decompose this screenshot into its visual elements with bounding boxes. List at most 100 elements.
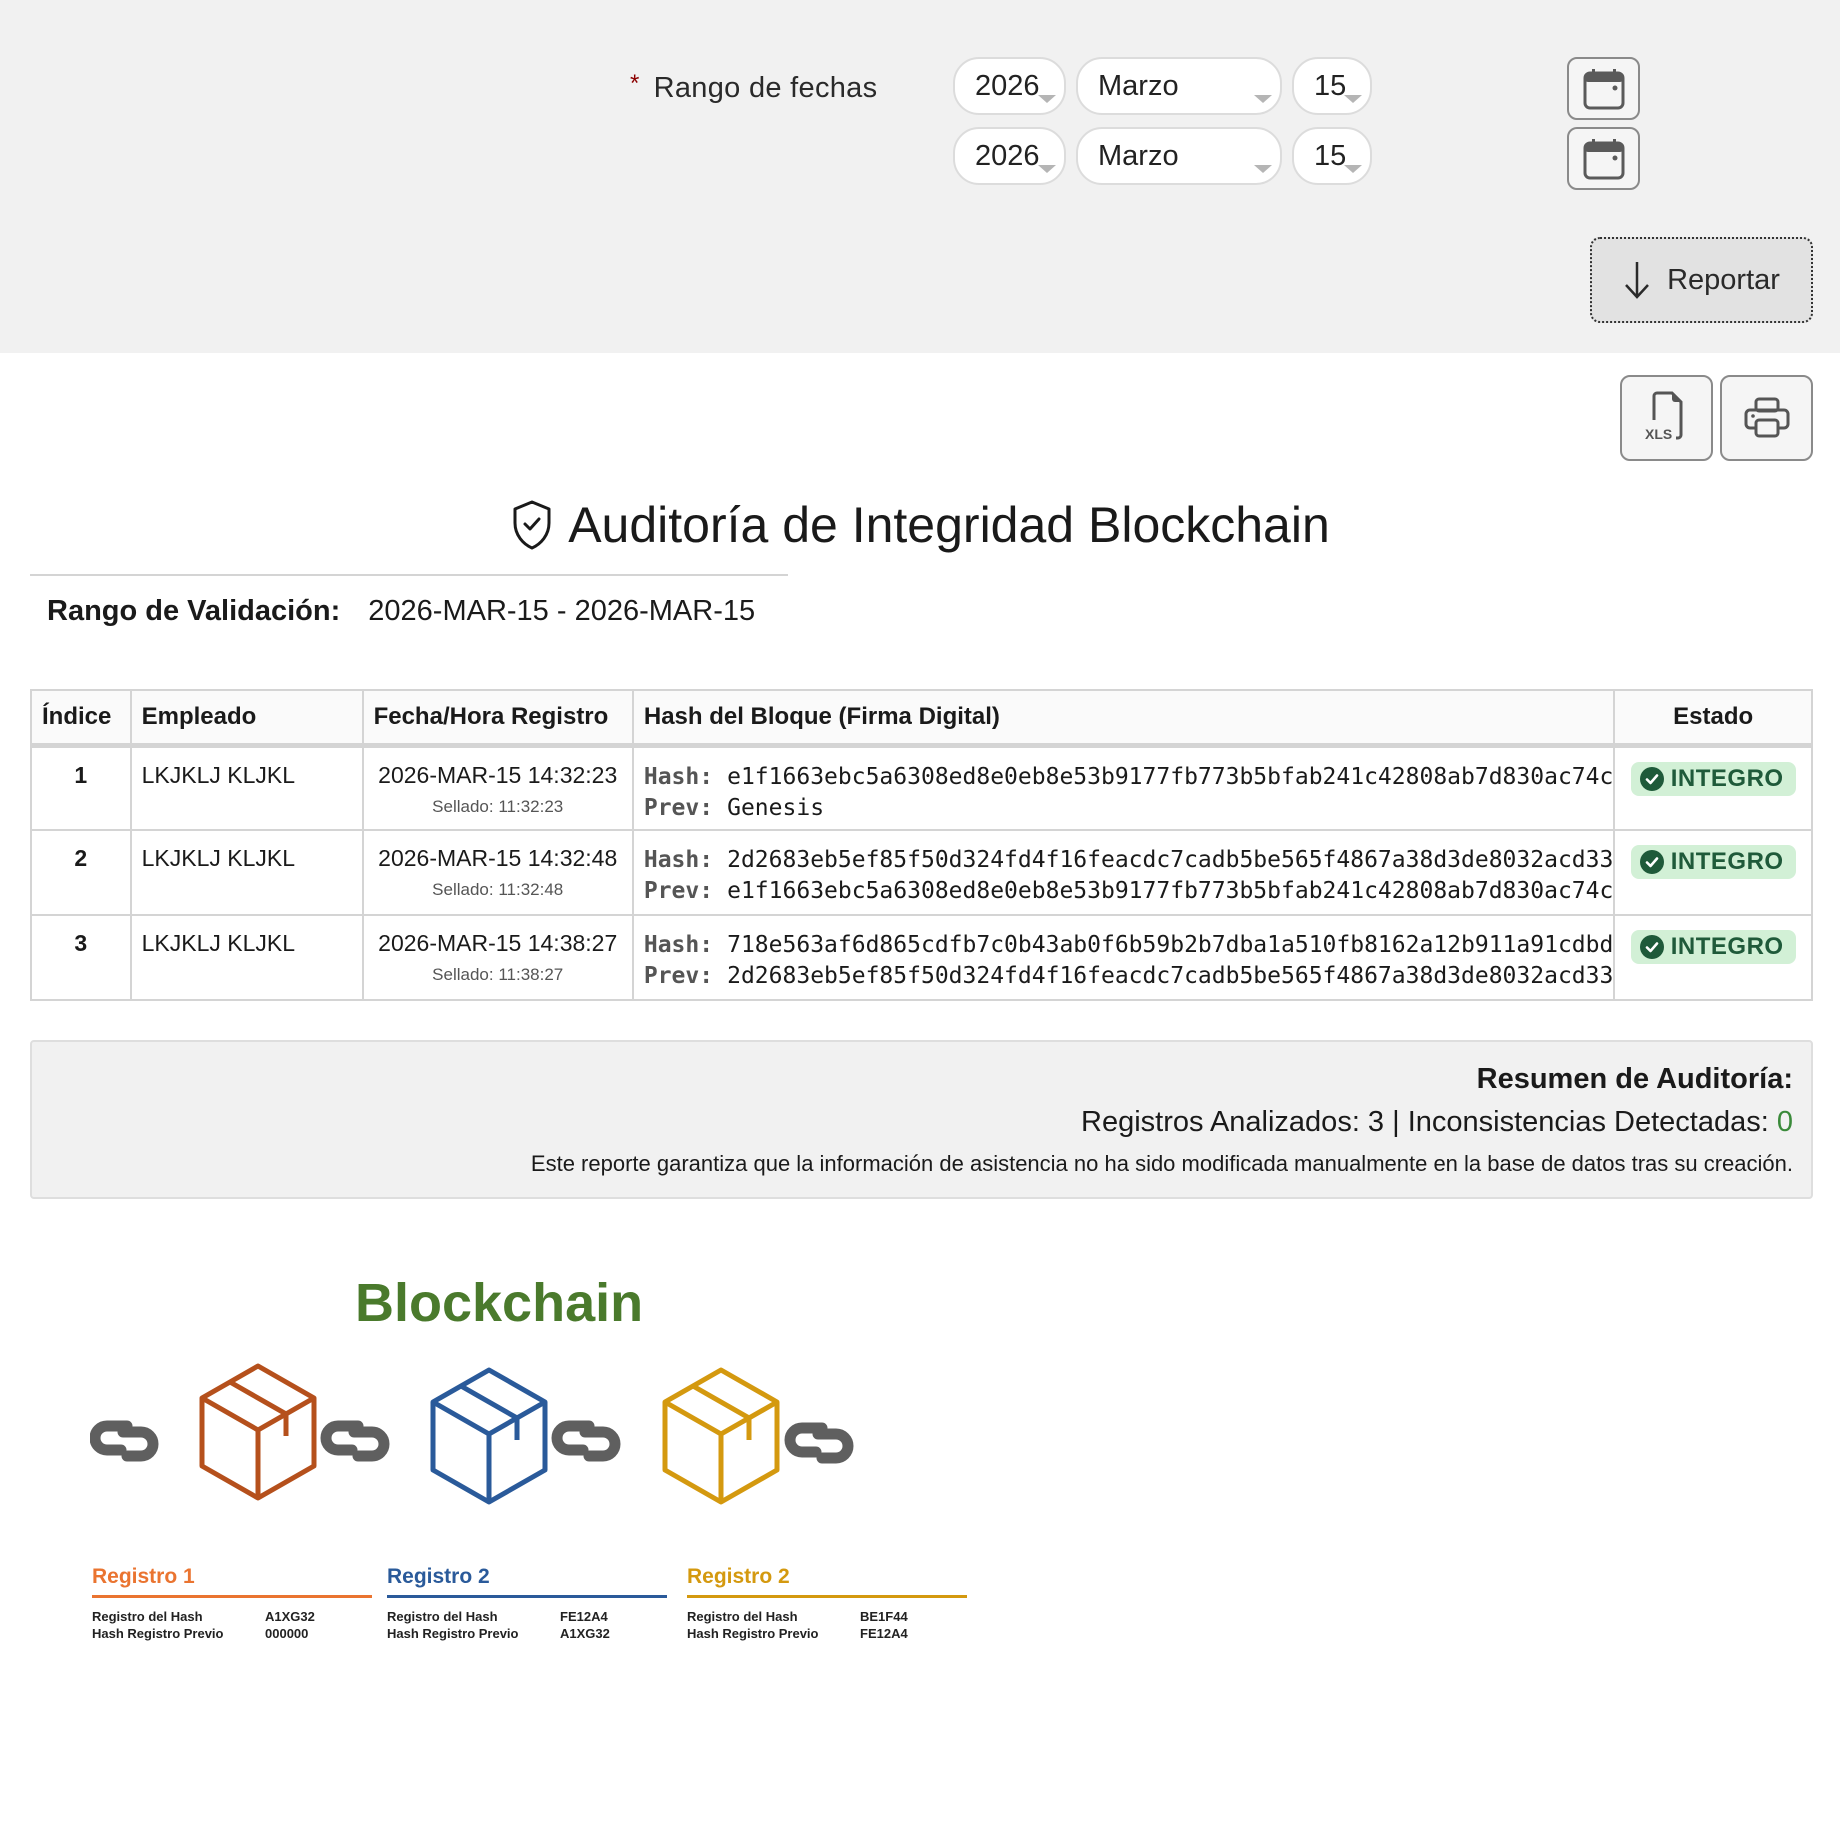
legend-prev-label: Hash Registro Previo (387, 1626, 519, 1641)
hash-value: e1f1663ebc5a6308ed8e0eb8e53b9177fb773b5b… (727, 763, 1614, 790)
table-row: 3 LKJKLJ KLJKL 2026-MAR-15 14:38:27 Sell… (30, 914, 1813, 1001)
legend-registro-2: Registro 2 Registro del Hash FE12A4 Hash … (387, 1565, 667, 1642)
report-button[interactable]: Reportar (1590, 237, 1813, 323)
status-badge-label: INTEGRO (1670, 764, 1784, 792)
filter-panel: *Rango de fechas 2026 Marzo 15 2026 Marz… (0, 0, 1840, 353)
calendar-icon (1583, 68, 1624, 109)
printer-icon (1744, 397, 1789, 438)
legend-hash-value: FE12A4 (560, 1609, 608, 1624)
chevron-down-icon (1254, 95, 1272, 103)
report-button-label: Reportar (1667, 263, 1780, 296)
export-xls-button[interactable]: XLS (1620, 375, 1713, 461)
chevron-down-icon (1344, 95, 1362, 103)
table-row: 2 LKJKLJ KLJKL 2026-MAR-15 14:32:48 Sell… (30, 829, 1813, 916)
check-circle-icon (1639, 850, 1664, 874)
legend-hash-value: A1XG32 (265, 1609, 315, 1624)
prev-key: Prev: (643, 794, 714, 821)
prev-key: Prev: (643, 963, 714, 989)
end-year-value: 2026 (975, 140, 1040, 172)
shield-check-icon (513, 500, 551, 550)
start-year-select[interactable]: 2026 (953, 57, 1066, 115)
row-sealed-time: Sellado: 11:38:27 (432, 965, 564, 984)
hash-key: Hash: (643, 763, 714, 790)
header-index: Índice (30, 689, 132, 748)
end-month-value: Marzo (1098, 140, 1179, 172)
legend-prev-label: Hash Registro Previo (687, 1626, 819, 1641)
summary-stats: Registros Analizados: 3 | Inconsistencia… (32, 1106, 1793, 1139)
row-hash: Hash: 718e563af6d865cdfb7c0b43ab0f6b59b2b… (631, 914, 1616, 1001)
legend-prev-value: A1XG32 (560, 1626, 610, 1641)
row-hash: Hash: e1f1663ebc5a6308ed8e0eb8e53b9177fb7… (631, 744, 1616, 831)
date-range-label: *Rango de fechas (630, 70, 878, 105)
arrow-down-icon (1625, 262, 1649, 299)
summary-stats-text: Registros Analizados: 3 | Inconsistencia… (1081, 1106, 1777, 1138)
end-day-value: 15 (1314, 140, 1347, 172)
validation-range: Rango de Validación:2026-MAR-15 - 2026-M… (47, 595, 755, 628)
start-day-select[interactable]: 15 (1292, 57, 1372, 115)
header-employee: Empleado (129, 689, 364, 748)
legend-title: Registro 2 (687, 1565, 790, 1588)
status-badge-label: INTEGRO (1670, 848, 1784, 875)
end-year-select[interactable]: 2026 (953, 127, 1066, 185)
legend-line (387, 1595, 667, 1598)
chevron-down-icon (1038, 165, 1056, 173)
header-datetime: Fecha/Hora Registro (361, 689, 634, 748)
report-title: Auditoría de Integridad Blockchain (0, 496, 1840, 554)
row-status: INTEGRO (1613, 744, 1813, 831)
row-datetime-value: 2026-MAR-15 14:32:48 (378, 845, 618, 871)
start-month-value: Marzo (1098, 70, 1179, 102)
row-datetime-value: 2026-MAR-15 14:32:23 (378, 761, 618, 788)
inconsistencies-count: 0 (1776, 1106, 1793, 1138)
legend-hash-label: Registro del Hash (92, 1609, 203, 1624)
start-month-select[interactable]: Marzo (1076, 57, 1282, 115)
row-datetime: 2026-MAR-15 14:32:48 Sellado: 11:32:48 (361, 829, 634, 916)
chevron-down-icon (1038, 95, 1056, 103)
row-sealed-time: Sellado: 11:32:48 (432, 880, 564, 899)
date-range-label-text: Rango de fechas (653, 72, 878, 104)
chevron-down-icon (1254, 165, 1272, 173)
row-datetime-value: 2026-MAR-15 14:38:27 (378, 930, 618, 956)
audit-summary: Resumen de Auditoría: Registros Analizad… (30, 1040, 1813, 1199)
start-day-value: 15 (1314, 70, 1347, 102)
status-badge: INTEGRO (1630, 930, 1796, 964)
hash-value: 718e563af6d865cdfb7c0b43ab0f6b59b2b7dba1… (727, 932, 1614, 958)
prev-key: Prev: (643, 878, 714, 904)
end-day-select[interactable]: 15 (1292, 127, 1372, 185)
svg-text:XLS: XLS (1645, 426, 1672, 442)
row-hash: Hash:2d2683eb5ef85f50d324fd4f16feacdc7ca… (631, 829, 1616, 916)
row-datetime: 2026-MAR-15 14:32:23 Sellado: 11:32:23 (361, 744, 634, 831)
report-title-text: Auditoría de Integridad Blockchain (568, 497, 1330, 553)
row-sealed-time: Sellado: 11:32:23 (432, 796, 564, 816)
summary-note: Este reporte garantiza que la informació… (530, 1151, 1793, 1176)
start-year-value: 2026 (975, 70, 1040, 102)
table-row: 1 LKJKLJ KLJKL 2026-MAR-15 14:32:23 Sell… (30, 744, 1813, 831)
row-employee: LKJKLJ KLJKL (129, 829, 364, 916)
status-badge-label: INTEGRO (1670, 933, 1784, 960)
status-badge: INTEGRO (1630, 761, 1796, 796)
end-month-select[interactable]: Marzo (1076, 127, 1282, 185)
print-button[interactable] (1720, 375, 1813, 461)
hash-value: 2d2683eb5ef85f50d324fd4f16feacdc7cadb5be… (727, 847, 1614, 873)
start-date-calendar-button[interactable] (1567, 57, 1640, 120)
row-index: 1 (30, 744, 132, 831)
row-employee: LKJKLJ KLJKL (129, 744, 364, 831)
check-circle-icon (1639, 935, 1664, 959)
summary-title: Resumen de Auditoría: (1476, 1063, 1793, 1095)
legend-title: Registro 2 (387, 1565, 490, 1588)
header-hash: Hash del Bloque (Firma Digital) (631, 689, 1616, 748)
legend-hash-label: Registro del Hash (687, 1609, 798, 1624)
row-datetime: 2026-MAR-15 14:38:27 Sellado: 11:38:27 (361, 914, 634, 1001)
status-badge: INTEGRO (1630, 845, 1796, 879)
legend-line (92, 1595, 372, 1598)
legend-prev-value: FE12A4 (860, 1626, 908, 1641)
end-date-calendar-button[interactable] (1567, 127, 1640, 190)
prev-value: Genesis (727, 794, 825, 821)
table-header-row: Índice Empleado Fecha/Hora Registro Hash… (30, 689, 1813, 748)
hash-key: Hash: (643, 932, 714, 958)
legend-hash-label: Registro del Hash (387, 1609, 498, 1624)
legend-title: Registro 1 (92, 1565, 195, 1588)
row-employee: LKJKLJ KLJKL (129, 914, 364, 1001)
